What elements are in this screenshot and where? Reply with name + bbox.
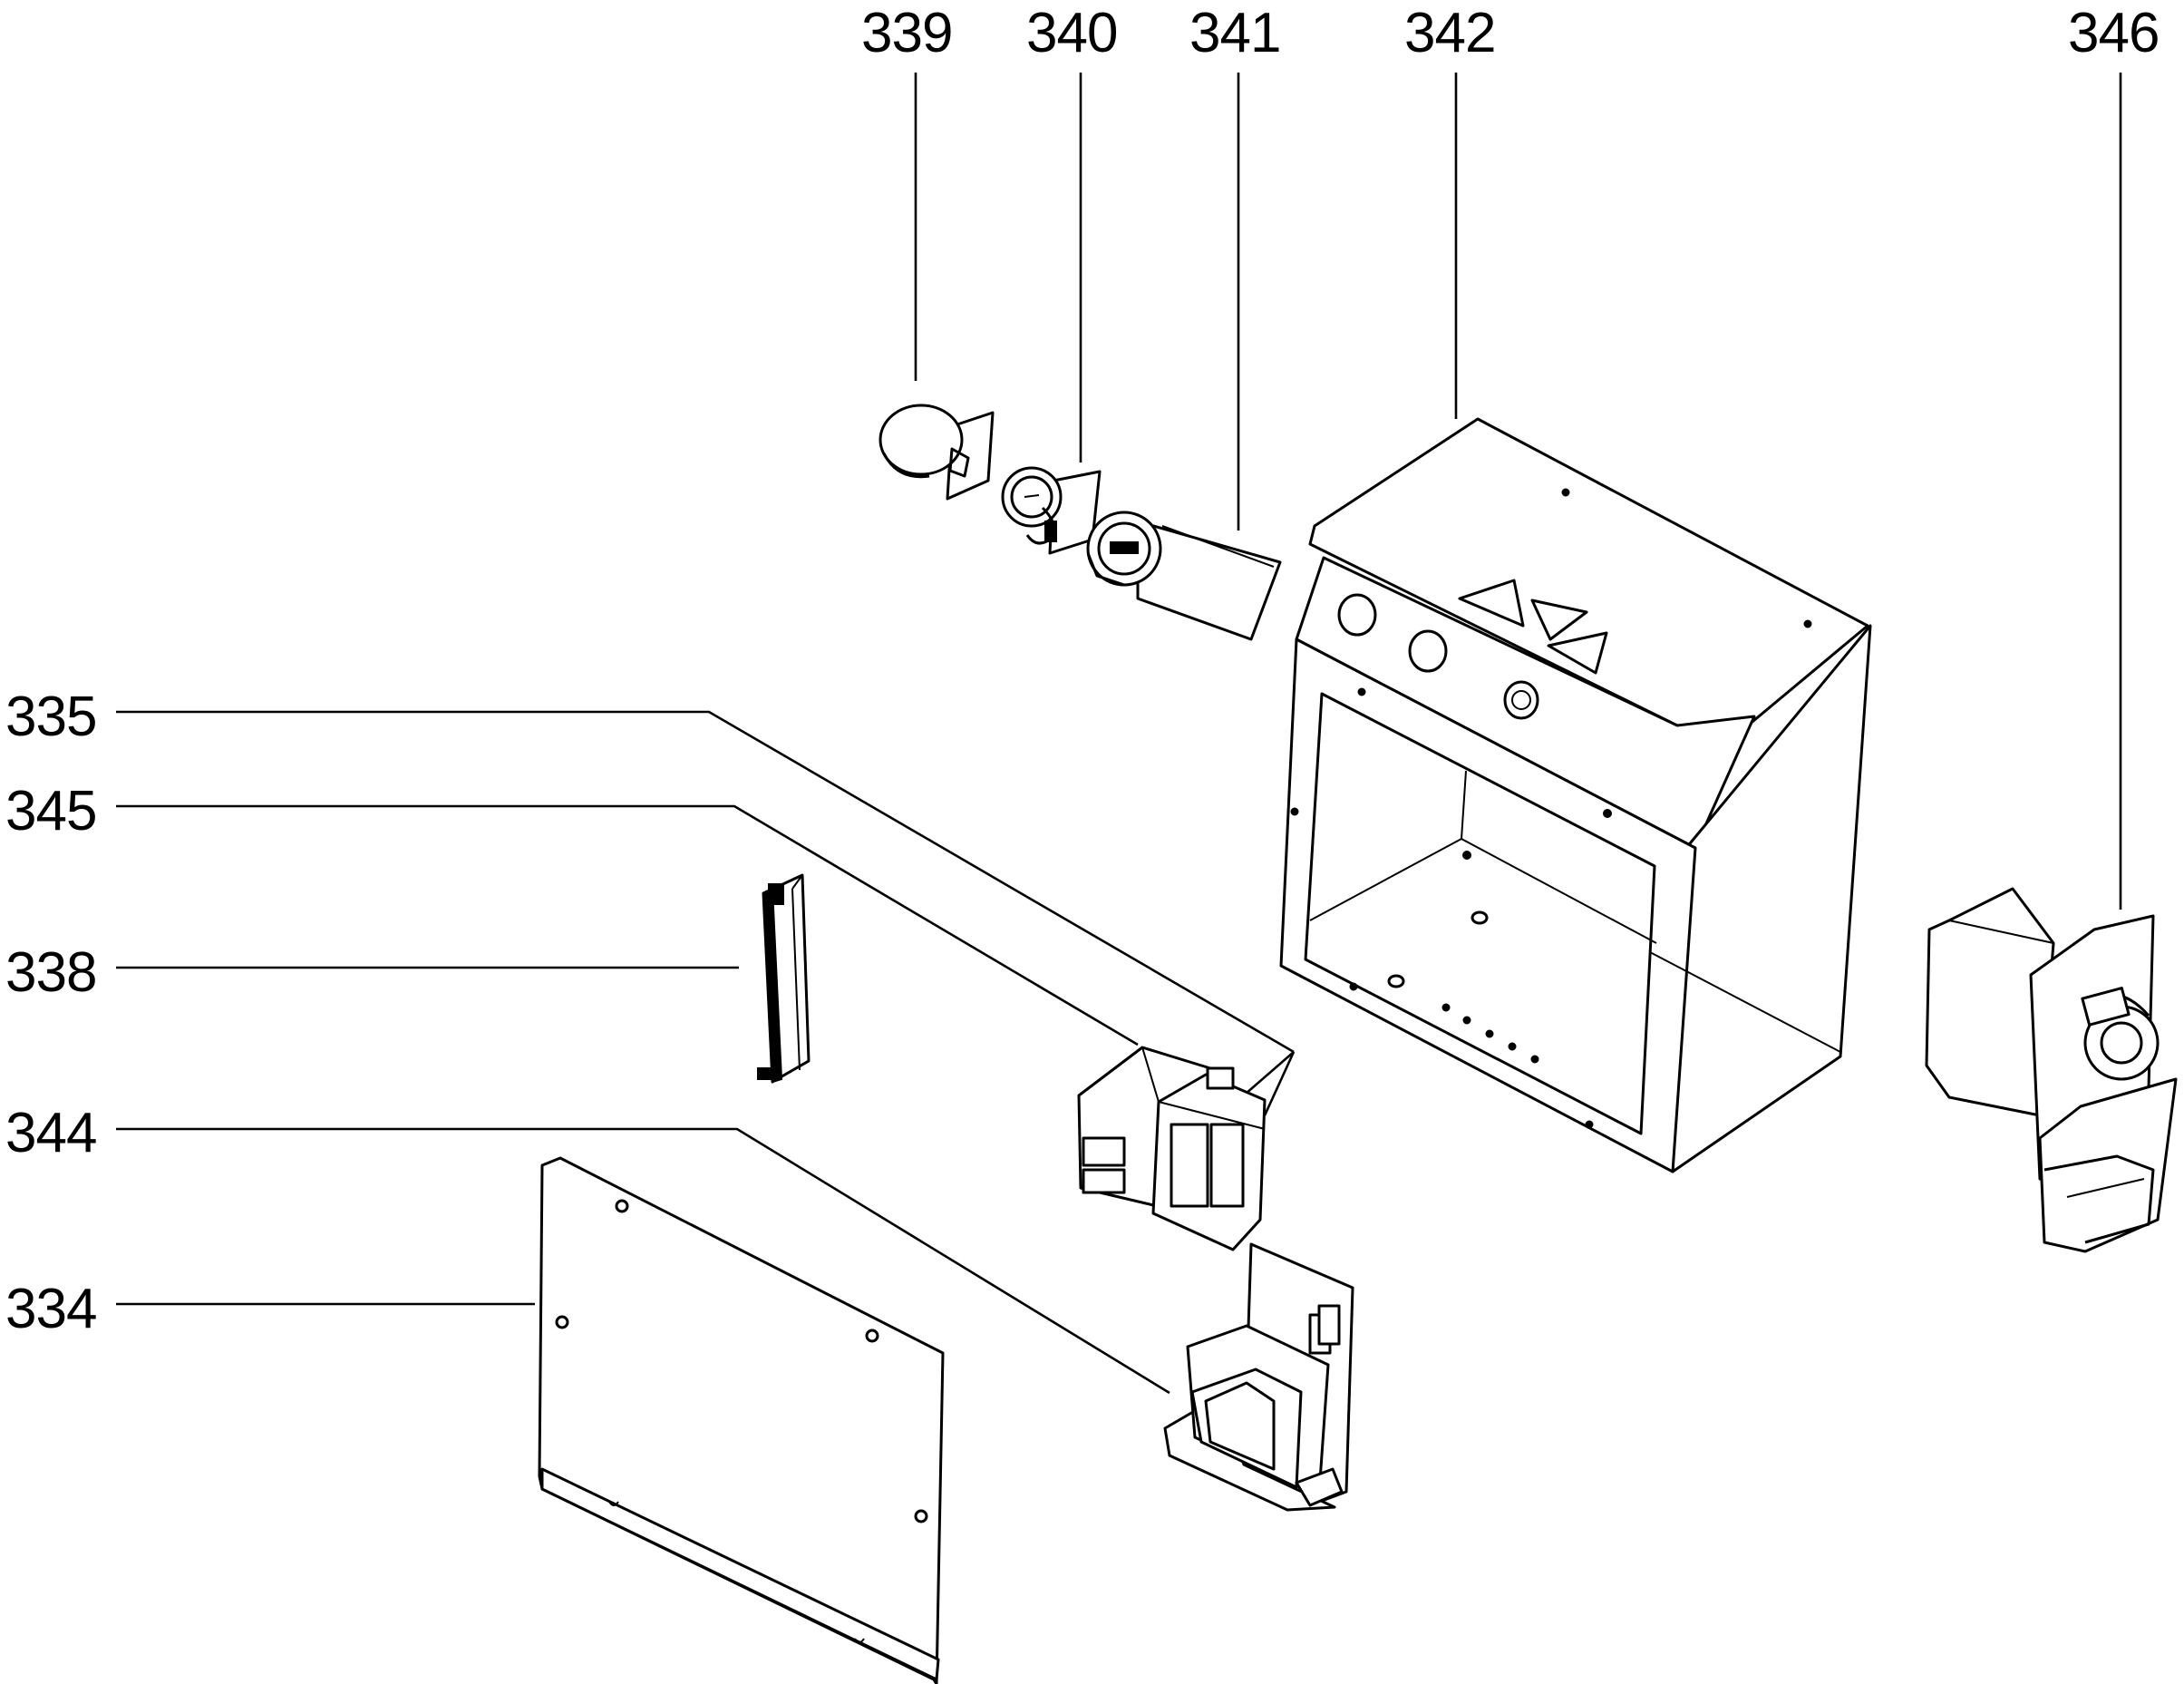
label-341: 341	[1189, 2, 1280, 64]
label-335: 335	[5, 686, 96, 748]
part-340-selector-switch	[1001, 466, 1102, 555]
label-342: 342	[1404, 2, 1495, 64]
part-339-push-button	[878, 404, 995, 501]
label-344: 344	[5, 1102, 96, 1164]
part-334-cover-plate	[538, 1156, 945, 1684]
part-341-timer	[1086, 511, 1282, 641]
label-339: 339	[861, 2, 952, 64]
label-340: 340	[1026, 2, 1117, 64]
part-344-transformer-board	[1163, 1242, 1354, 1512]
leader-344	[116, 1127, 1170, 1395]
leader-345	[116, 804, 1139, 1046]
label-338: 338	[5, 941, 96, 1004]
label-345: 345	[5, 780, 96, 842]
part-346-motor-unit	[1925, 887, 2178, 1253]
label-334: 334	[5, 1278, 96, 1340]
part-338-terminal-block	[757, 873, 811, 1084]
part-342-housing	[1279, 417, 1872, 1173]
leader-335-c	[1263, 1051, 1296, 1116]
label-346: 346	[2068, 2, 2159, 64]
part-335-345-contactor	[1077, 1046, 1267, 1251]
leader-335-a	[116, 710, 1295, 1054]
